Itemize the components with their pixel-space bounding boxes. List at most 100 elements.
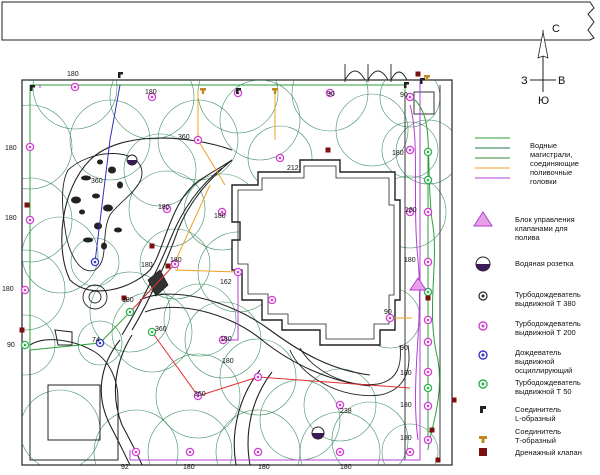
- legend-t380-line: Турбодождеватель: [515, 290, 581, 299]
- drain-valve: [19, 327, 25, 333]
- coverage-circle: [89, 271, 171, 353]
- sprinkler-center: [338, 450, 342, 454]
- sprinklers: [20, 82, 433, 457]
- drain-valve: [165, 263, 171, 269]
- angle-label: 180: [392, 150, 404, 157]
- legend-drain-label: Дренажный клапан: [515, 448, 582, 457]
- angle-label: 360: [91, 178, 103, 185]
- legend-water-socket: Водяная розетка: [475, 256, 574, 272]
- angle-label: 92: [121, 464, 129, 471]
- angle-label: 180: [183, 464, 195, 471]
- angle-label: 90: [384, 309, 392, 316]
- water-main: [30, 84, 406, 97]
- rock: [101, 242, 107, 250]
- angle-label: 90: [7, 342, 15, 349]
- coverage-circle: [22, 314, 56, 376]
- angle-label: 180: [67, 71, 79, 78]
- angle-label: 180: [170, 257, 182, 264]
- rock-garden: [62, 153, 143, 272]
- legend-pipes-line: магистрали,: [530, 150, 572, 159]
- legend-l-connector-line: L-образный: [515, 414, 556, 423]
- rock: [92, 193, 100, 199]
- coverage-circle: [22, 389, 101, 465]
- rock: [97, 159, 103, 165]
- angle-label: 180: [340, 464, 352, 471]
- sprinkler-center: [220, 210, 224, 214]
- angle-label: 90: [400, 345, 408, 352]
- sprinkler-center: [165, 207, 169, 211]
- sprinkler-center: [196, 138, 200, 142]
- compass-west: З: [521, 75, 528, 87]
- legend-valve-box: Блок управления клапанами для полива: [473, 211, 575, 242]
- rock: [71, 196, 81, 204]
- legend-pipes: Водные магистрали, соединяющие поливочны…: [475, 137, 579, 186]
- sprinkler-center: [426, 386, 430, 390]
- legend-oscillating: Дождеватель выдвижной осциллирующий: [478, 348, 572, 375]
- legend: Водные магистрали, соединяющие поливочны…: [473, 137, 582, 457]
- drain-valve: [149, 243, 155, 249]
- coverage-circle: [331, 401, 409, 465]
- sprinkler-center: [426, 178, 430, 182]
- drain-valve: [451, 397, 457, 403]
- water-main: [151, 331, 411, 397]
- angle-label: 74: [92, 337, 100, 344]
- coverage-circle: [335, 93, 409, 167]
- t-connector: [200, 88, 206, 94]
- site-boundary: [21, 79, 453, 466]
- t-connector-icon: [479, 436, 487, 443]
- angle-label: 180: [145, 89, 157, 96]
- legend-t380-line: выдвижной Т 380: [515, 299, 576, 308]
- legend-t200-line: выдвижной Т 200: [515, 328, 576, 337]
- sprinkler-center: [408, 450, 412, 454]
- drain-valve: [425, 295, 431, 301]
- sprinkler-center: [73, 85, 77, 89]
- coverage-circle: [22, 249, 66, 331]
- angle-label: 180: [400, 435, 412, 442]
- compass-north: С: [552, 23, 560, 35]
- coverage-circle: [163, 283, 237, 357]
- legend-t380: Турбодождеватель выдвижной Т 380: [478, 290, 581, 308]
- valve-box-icon: [473, 211, 493, 227]
- coverage-circle: [109, 80, 195, 140]
- angle-label: 180: [220, 336, 232, 343]
- coverage-circle: [69, 99, 151, 181]
- legend-oscillating-line: осциллирующий: [515, 366, 572, 375]
- water-main: [223, 272, 239, 341]
- sprinkler-center: [93, 260, 97, 264]
- angle-label: 180: [222, 358, 234, 365]
- coverage-circle: [184, 301, 262, 379]
- water-main: [197, 90, 226, 186]
- compass: С З В Ю: [521, 23, 565, 107]
- rock: [114, 227, 122, 233]
- sprinkler-center: [150, 330, 154, 334]
- sprinkler-center: [426, 260, 430, 264]
- legend-oscillating-line: выдвижной: [515, 357, 554, 366]
- sprinkler-center: [23, 343, 27, 347]
- legend-drain: Дренажный клапан: [479, 448, 582, 457]
- coverage-circle: [123, 133, 197, 207]
- angle-label: 360: [194, 391, 206, 398]
- coverage-circle: [155, 353, 241, 439]
- coverage-circle: [219, 338, 297, 416]
- sprinkler-center: [388, 316, 392, 320]
- driveway: [404, 85, 441, 460]
- sprinkler-center: [426, 290, 430, 294]
- coverage-circle: [381, 121, 439, 179]
- sprinkler-center: [256, 450, 260, 454]
- compass-east: В: [558, 75, 565, 87]
- sprinkler-center: [173, 262, 177, 266]
- l-connector: [420, 78, 425, 84]
- sprinkler-center: [128, 310, 132, 314]
- legend-pipes-line: соединяющие: [530, 159, 579, 168]
- angle-label: 212: [287, 165, 299, 172]
- rock: [79, 209, 85, 215]
- coverage-circle: [299, 411, 381, 465]
- sprinkler-center: [328, 91, 332, 95]
- drain-valve-icon: [479, 448, 487, 456]
- legend-t-connector-line: Т-образный: [515, 436, 556, 445]
- drain-valve: [415, 71, 421, 77]
- house-terrace: [289, 344, 410, 397]
- north-arrow-icon: [537, 31, 549, 59]
- sprinkler-center: [221, 338, 225, 342]
